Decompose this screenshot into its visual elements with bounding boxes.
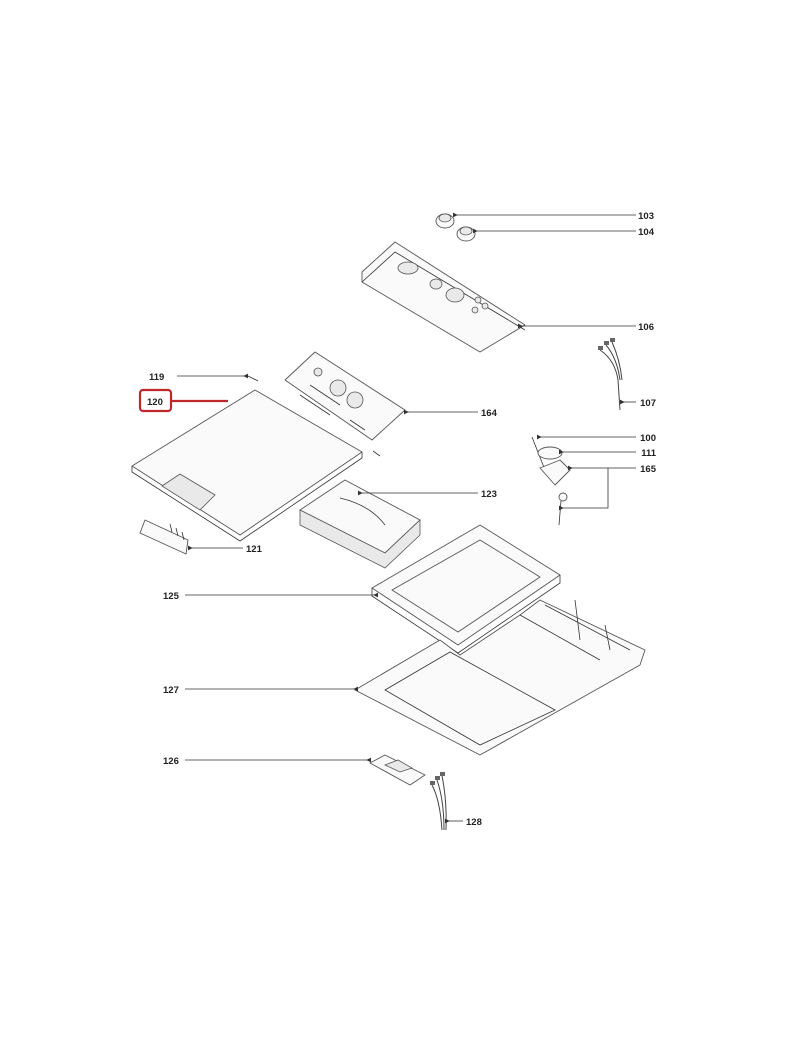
callout-165[interactable]: 165: [640, 464, 657, 475]
part-121-handle[interactable]: [139, 519, 189, 555]
callout-103[interactable]: 103: [638, 211, 654, 222]
callout-164[interactable]: 164: [481, 408, 498, 419]
part-119-pin[interactable]: [247, 375, 259, 382]
part-126-housing[interactable]: [369, 754, 426, 786]
part-120-lid[interactable]: [131, 389, 363, 542]
callout-121[interactable]: 121: [246, 544, 263, 555]
leader-lines: [171, 212, 636, 824]
part-127-top-frame[interactable]: [354, 599, 646, 756]
callout-107[interactable]: 107: [640, 398, 656, 409]
part-164-control-board[interactable]: [284, 351, 406, 441]
callout-125[interactable]: 125: [163, 591, 180, 602]
part-107-wire-harness[interactable]: [598, 338, 623, 411]
callout-126[interactable]: 126: [163, 756, 179, 767]
callout-127[interactable]: 127: [163, 685, 179, 696]
callout-119[interactable]: 119: [149, 372, 164, 383]
part-165-lid-switch[interactable]: [539, 459, 571, 526]
callout-104[interactable]: 104: [638, 227, 655, 238]
part-111-cap[interactable]: [537, 446, 563, 460]
callout-106[interactable]: 106: [638, 322, 654, 333]
highlight-box-120: [138, 388, 173, 413]
part-106-control-panel[interactable]: [361, 241, 526, 353]
part-pin: [372, 450, 381, 457]
part-104-knob[interactable]: [456, 226, 476, 242]
callout-111[interactable]: 111: [641, 448, 657, 459]
part-128-wire-harness[interactable]: [430, 772, 447, 831]
callout-123[interactable]: 123: [481, 489, 497, 500]
part-123-dispenser[interactable]: [299, 479, 421, 569]
callout-120[interactable]: 120: [147, 397, 163, 408]
part-103-knob[interactable]: [435, 213, 455, 229]
callout-100[interactable]: 100: [640, 433, 656, 444]
callout-128[interactable]: 128: [466, 817, 482, 828]
